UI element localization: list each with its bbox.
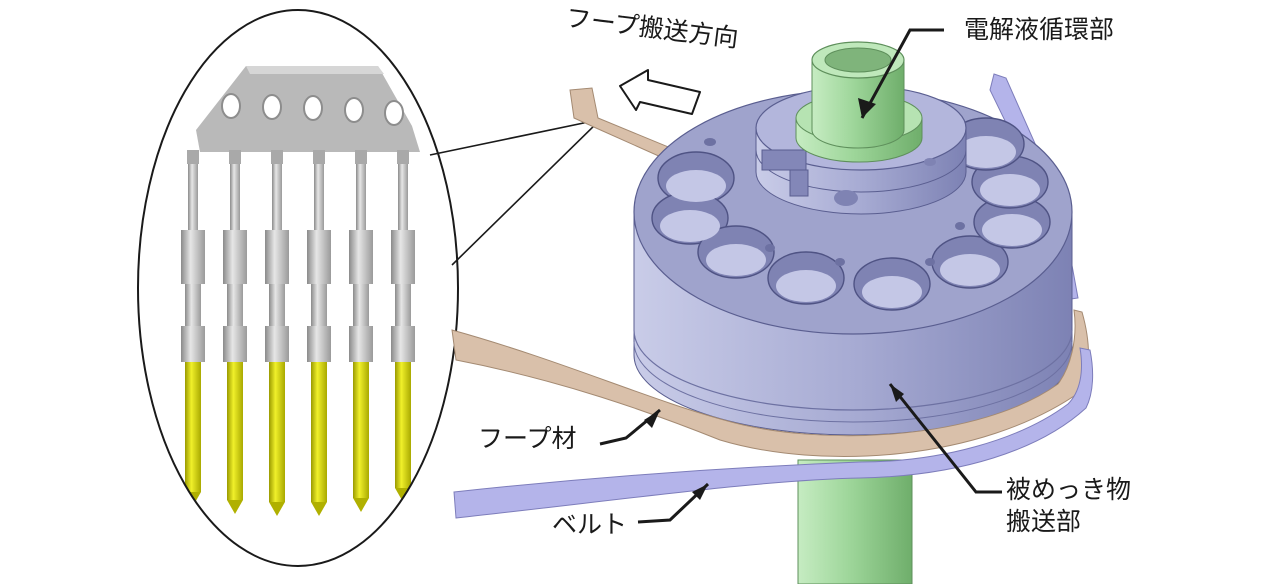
leader-plated — [888, 383, 1002, 494]
zoom-detail — [137, 9, 601, 567]
pin — [307, 150, 331, 516]
lower-pipe — [797, 459, 913, 585]
leader-belt — [637, 482, 710, 524]
arrow-heads — [644, 98, 904, 500]
leader-electrolyte — [860, 28, 944, 119]
label-belt: ベルト — [552, 510, 628, 539]
leader-lines — [599, 28, 1002, 524]
pin — [223, 150, 247, 514]
carrier-holes — [221, 93, 404, 126]
machine — [451, 41, 1094, 585]
pin — [181, 150, 205, 506]
label-plated-line1: 被めっき物 — [1006, 475, 1132, 504]
pin — [349, 150, 373, 512]
pins — [181, 150, 415, 516]
direction-arrow — [619, 69, 701, 115]
pin — [391, 150, 415, 502]
pin — [265, 150, 289, 516]
zoom-callout-ellipse — [137, 9, 459, 567]
label-hoop-material: フープ材 — [478, 424, 577, 453]
callout-line-lower — [451, 119, 601, 266]
label-electrolyte-circulation: 電解液循環部 — [964, 15, 1115, 44]
hoop-material-front — [451, 309, 1089, 458]
label-plated-transport: 被めっき物 搬送部 — [1006, 474, 1131, 538]
belt-front — [453, 347, 1094, 519]
callout-line-upper — [429, 119, 599, 156]
label-plated-line2: 搬送部 — [1006, 507, 1082, 536]
